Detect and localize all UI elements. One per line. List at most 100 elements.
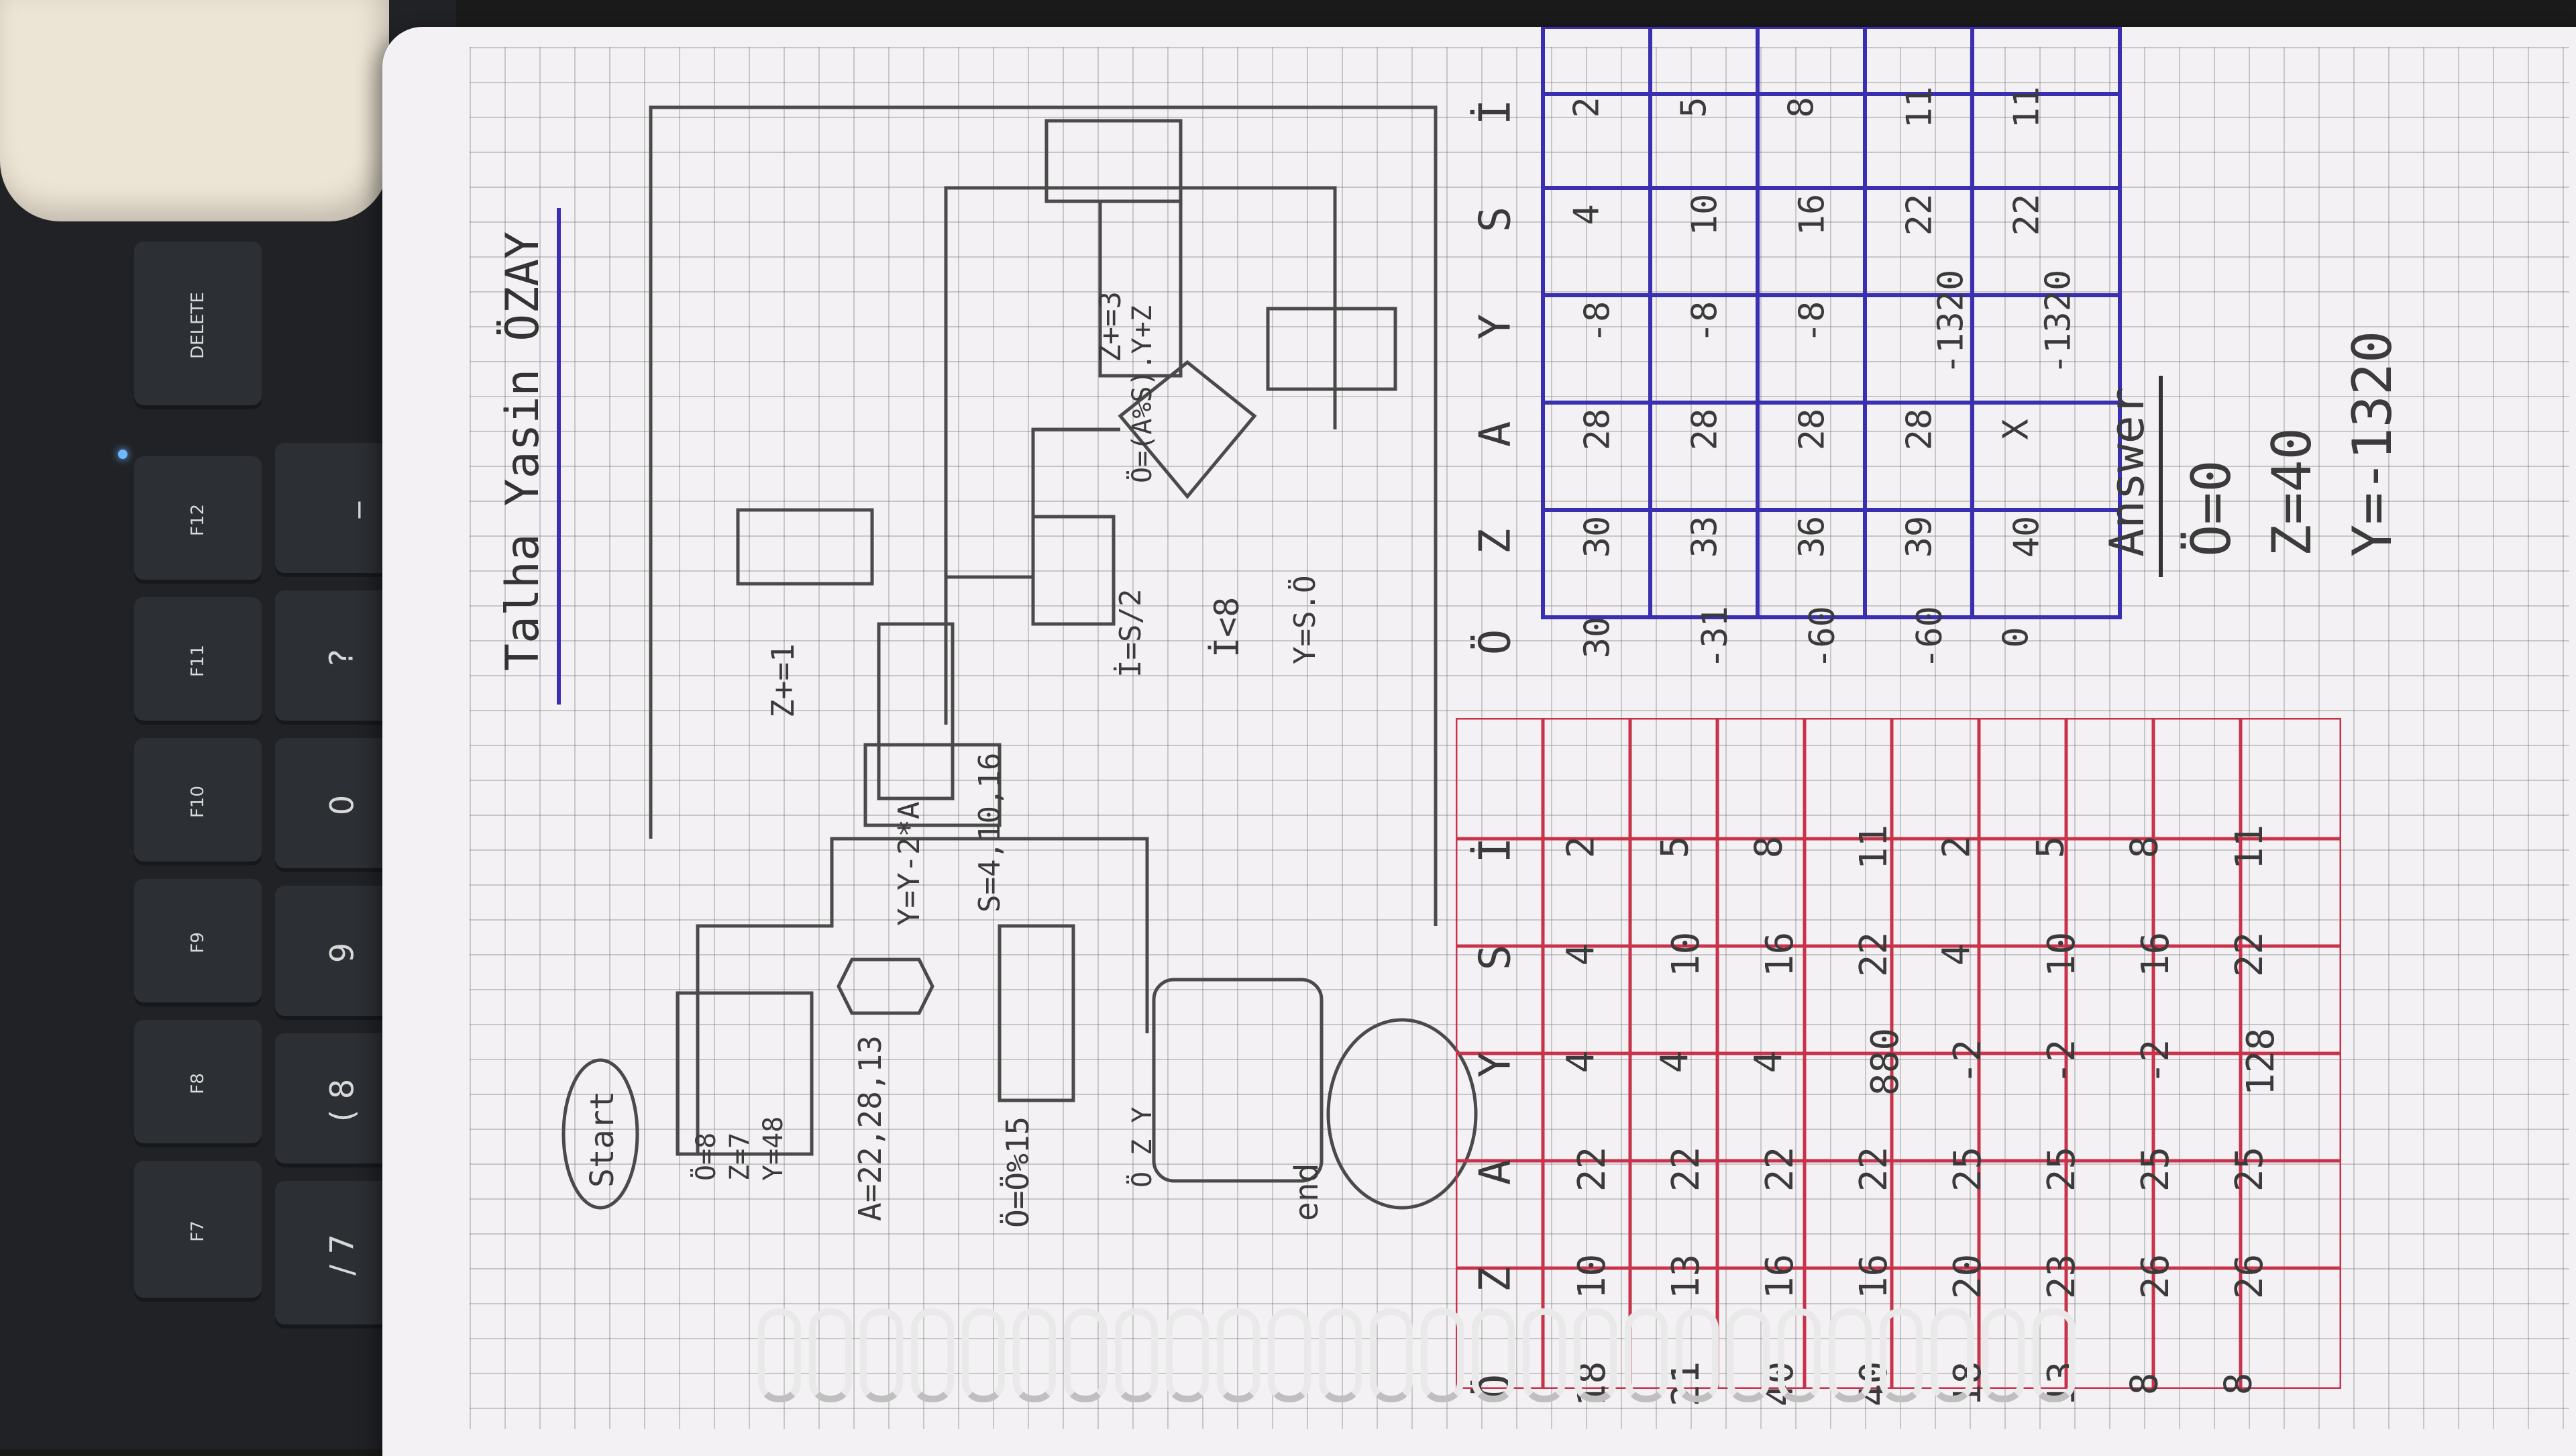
spiral-ring <box>1829 1308 1872 1402</box>
spiral-ring <box>1370 1308 1413 1402</box>
blue-table-cell: 33 <box>1684 515 1725 558</box>
key-delete: DELETE <box>134 242 262 409</box>
blue-table-cell: X <box>1996 419 2037 440</box>
answer-z: Z=40 <box>2261 427 2323 557</box>
flowchart <box>561 105 1478 1210</box>
red-table-cell: 22 <box>1852 931 1896 978</box>
blue-table <box>1541 27 2122 619</box>
red-table-cell: 10 <box>1664 931 1709 978</box>
flow-z3-label: Z+=3 <box>1093 291 1128 362</box>
red-table-cell: 8 <box>2123 835 2167 859</box>
flow-start-oval <box>561 1058 639 1210</box>
red-table-cell: 16 <box>1758 931 1803 978</box>
spiral-ring <box>860 1308 903 1402</box>
spiral-binding <box>758 1295 2100 1429</box>
key-f12: F12 <box>134 456 262 584</box>
flow-main-line <box>696 837 1149 1154</box>
red-table-cell: 20 <box>1946 1253 1990 1300</box>
red-table-cell: 23 <box>2040 1253 2084 1300</box>
answer-underline <box>2159 376 2163 577</box>
blue-table-cell: 11 <box>1899 86 1940 129</box>
key-f10: F10 <box>134 738 262 866</box>
blue-table-cell: 11 <box>2006 86 2047 129</box>
blue-table-cell: 28 <box>1577 408 1618 451</box>
red-table-cell: 22 <box>1758 1146 1803 1192</box>
red-table-cell: 16 <box>1758 1253 1803 1300</box>
flow-i-box <box>1031 515 1116 626</box>
spiral-ring <box>1064 1308 1107 1402</box>
red-table-cell: 880 <box>1864 1027 1908 1096</box>
blue-table-cell: -1320 <box>1931 269 1972 375</box>
red-header-i: İ <box>1470 837 1521 864</box>
blue-table-cell: 4 <box>1566 204 1607 225</box>
flow-yformula-label: Y=S.Ö <box>1288 575 1322 664</box>
blue-table-cell: -1320 <box>2038 269 2079 375</box>
flow-init-y: Y=48 <box>758 1116 789 1181</box>
spiral-ring <box>1676 1308 1719 1402</box>
spiral-ring <box>1523 1308 1566 1402</box>
blue-table-cell: 5 <box>1674 97 1715 118</box>
red-table-cell: 22 <box>1570 1146 1615 1192</box>
flow-end-label: end <box>1288 1163 1326 1221</box>
red-table-cell: 22 <box>1664 1146 1709 1192</box>
red-table-cell: 2 <box>1559 835 1603 859</box>
red-table-cell: 16 <box>2134 931 2178 978</box>
earbuds-case <box>0 0 389 221</box>
spiral-ring <box>1880 1308 1923 1402</box>
red-table-cell: 8 <box>2216 1372 2261 1396</box>
blue-header-o: Ö <box>1470 629 1521 656</box>
power-led-icon <box>118 450 127 459</box>
flow-end-oval <box>1326 1018 1478 1210</box>
blue-table-cell: 22 <box>1899 193 1940 236</box>
notebook-page: Talha Yasin ÖZAY <box>382 27 2576 1456</box>
flow-decision <box>1118 360 1257 499</box>
flow-line-2 <box>946 427 1120 579</box>
spiral-ring <box>1013 1308 1056 1402</box>
red-table-cell: 8 <box>1747 835 1791 859</box>
key-f9: F9 <box>134 879 262 1006</box>
red-table-cell: 4 <box>1747 1050 1791 1074</box>
flow-loop-inner <box>944 186 1337 725</box>
flow-decision-label: İ<8 <box>1208 596 1246 658</box>
key-f8: F8 <box>134 1020 262 1147</box>
red-table-cell: 10 <box>2040 931 2084 978</box>
red-table-cell: 11 <box>1852 824 1896 870</box>
red-table-cell: 22 <box>1852 1146 1896 1192</box>
flow-yupdate-label: Y=Y-2*A <box>892 801 926 926</box>
flow-init-o: Ö=8 <box>691 1132 722 1181</box>
red-header-z: Z <box>1470 1266 1521 1293</box>
red-table-cell: 26 <box>2228 1253 2272 1300</box>
spiral-ring <box>911 1308 954 1402</box>
flow-omod-box <box>998 924 1075 1102</box>
blue-table-cell: -60 <box>1909 606 1950 669</box>
flow-yformula-box <box>1266 307 1397 391</box>
key-f11: F11 <box>134 597 262 725</box>
flow-init-box <box>676 991 814 1156</box>
flow-zinc-label: Z+=1 <box>765 643 801 718</box>
answer-o: Ö=0 <box>2180 460 2243 558</box>
key-f7: F7 <box>134 1161 262 1302</box>
spiral-ring <box>1931 1308 1974 1402</box>
red-header-y: Y <box>1470 1051 1521 1078</box>
red-table-cell: 4 <box>1653 1050 1697 1074</box>
red-table-cell: -2 <box>2134 1039 2178 1085</box>
flow-loop-outer <box>649 105 1438 926</box>
red-table-cell: 4 <box>1559 1050 1603 1074</box>
flow-a-shape <box>837 957 934 1015</box>
red-table-cell: 4 <box>1559 943 1603 966</box>
blue-table-cell: 40 <box>2006 515 2047 558</box>
red-table-cell: 25 <box>2134 1146 2178 1192</box>
spiral-ring <box>1268 1308 1311 1402</box>
red-table <box>1456 718 2341 1389</box>
flow-oformula-label: Ö=(A%S).Y+Z <box>1127 305 1158 483</box>
flow-omod-label: Ö=Ö%15 <box>1000 1116 1036 1228</box>
grid-paper <box>470 47 2569 1429</box>
flow-z3-box <box>1044 119 1183 203</box>
flow-yupdate-box <box>863 743 1002 827</box>
blue-table-cell: 22 <box>2006 193 2047 236</box>
spiral-ring <box>809 1308 852 1402</box>
answer-y: Y=-1320 <box>2341 330 2404 557</box>
blue-table-cell: -8 <box>1792 301 1833 344</box>
flow-start-label: Start <box>584 1090 621 1188</box>
